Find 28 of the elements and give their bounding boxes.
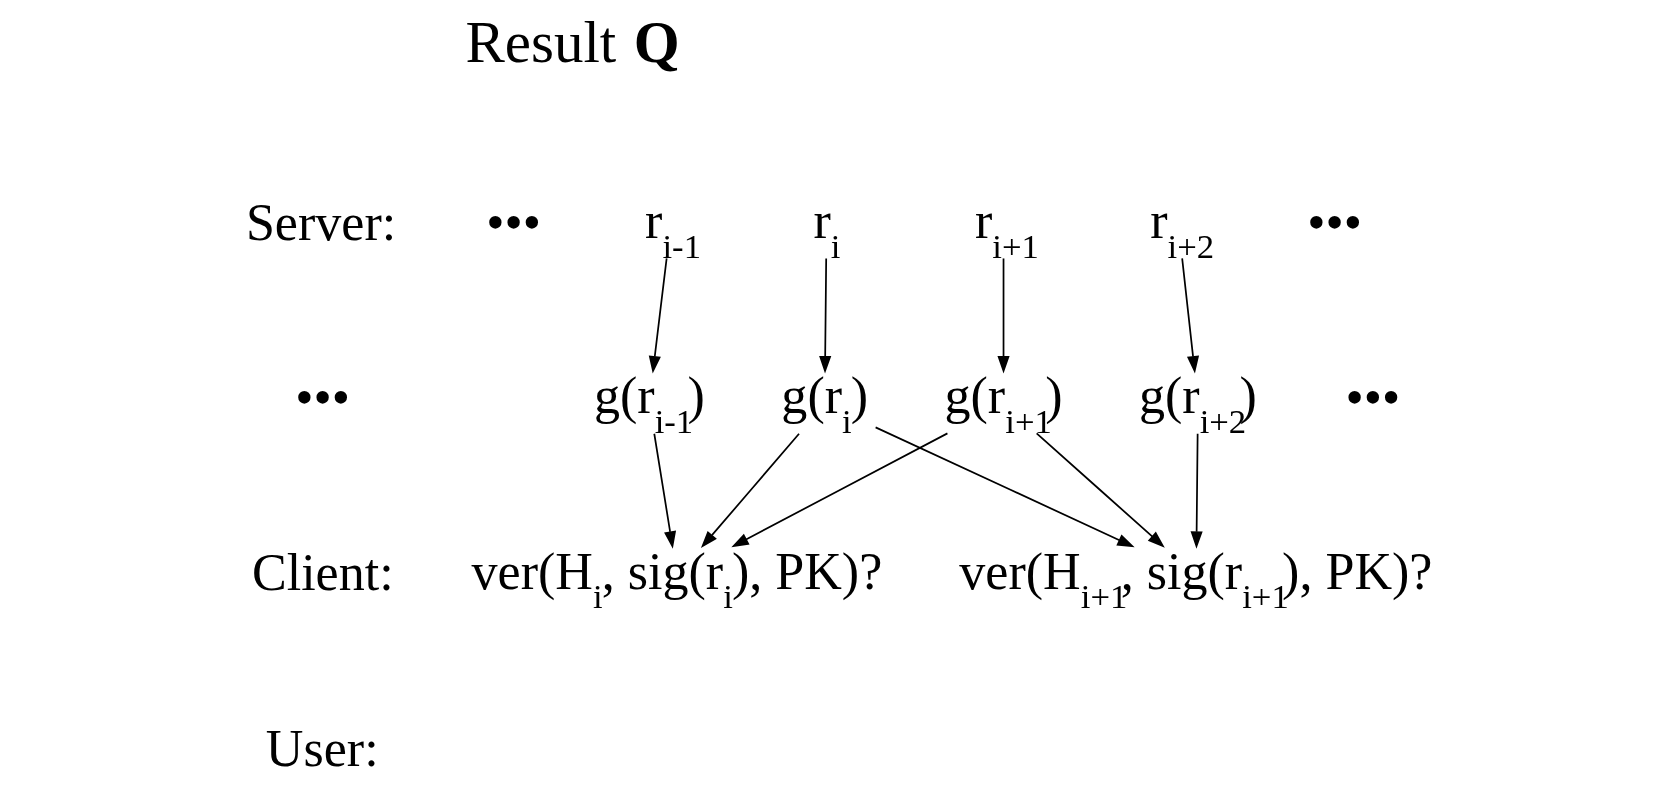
node-text: r$_{i}$ xyxy=(812,192,840,266)
node-text: g(r$_{i+2}$) xyxy=(1138,367,1257,441)
label: Result Q xyxy=(464,9,680,76)
node-text: r$_{i-1}$ xyxy=(644,192,701,266)
arrow xyxy=(730,432,948,548)
node-text: g(r$_{i-1}$) xyxy=(593,367,705,441)
node-text: ver(H$_{i}$, sig(r$_{i}$), PK)? xyxy=(471,542,882,617)
label: ••• xyxy=(294,369,350,427)
node-text: r$_{i+1}$ xyxy=(974,192,1039,266)
arrow xyxy=(652,432,676,549)
node-text: g(r$_{i+1}$) xyxy=(944,367,1063,441)
arrow xyxy=(874,426,1135,548)
label: ••• xyxy=(485,193,541,251)
arrow xyxy=(996,257,1010,374)
label: ••• xyxy=(1306,193,1362,251)
arrow xyxy=(1190,432,1203,549)
label: User: xyxy=(265,719,379,777)
label: Client: xyxy=(251,544,394,602)
arrow xyxy=(1180,257,1199,374)
node-text: g(r$_{i}$) xyxy=(780,367,868,441)
arrow xyxy=(700,432,800,549)
arrow xyxy=(818,257,831,374)
label: ••• xyxy=(1344,369,1400,427)
arrow xyxy=(648,257,667,374)
label: Server: xyxy=(245,193,396,251)
node-text: ver(H$_{i+1}$, sig(r$_{i+1}$), PK)? xyxy=(958,542,1432,617)
arrow xyxy=(1035,432,1165,548)
node-text: r$_{i+2}$ xyxy=(1149,192,1214,266)
